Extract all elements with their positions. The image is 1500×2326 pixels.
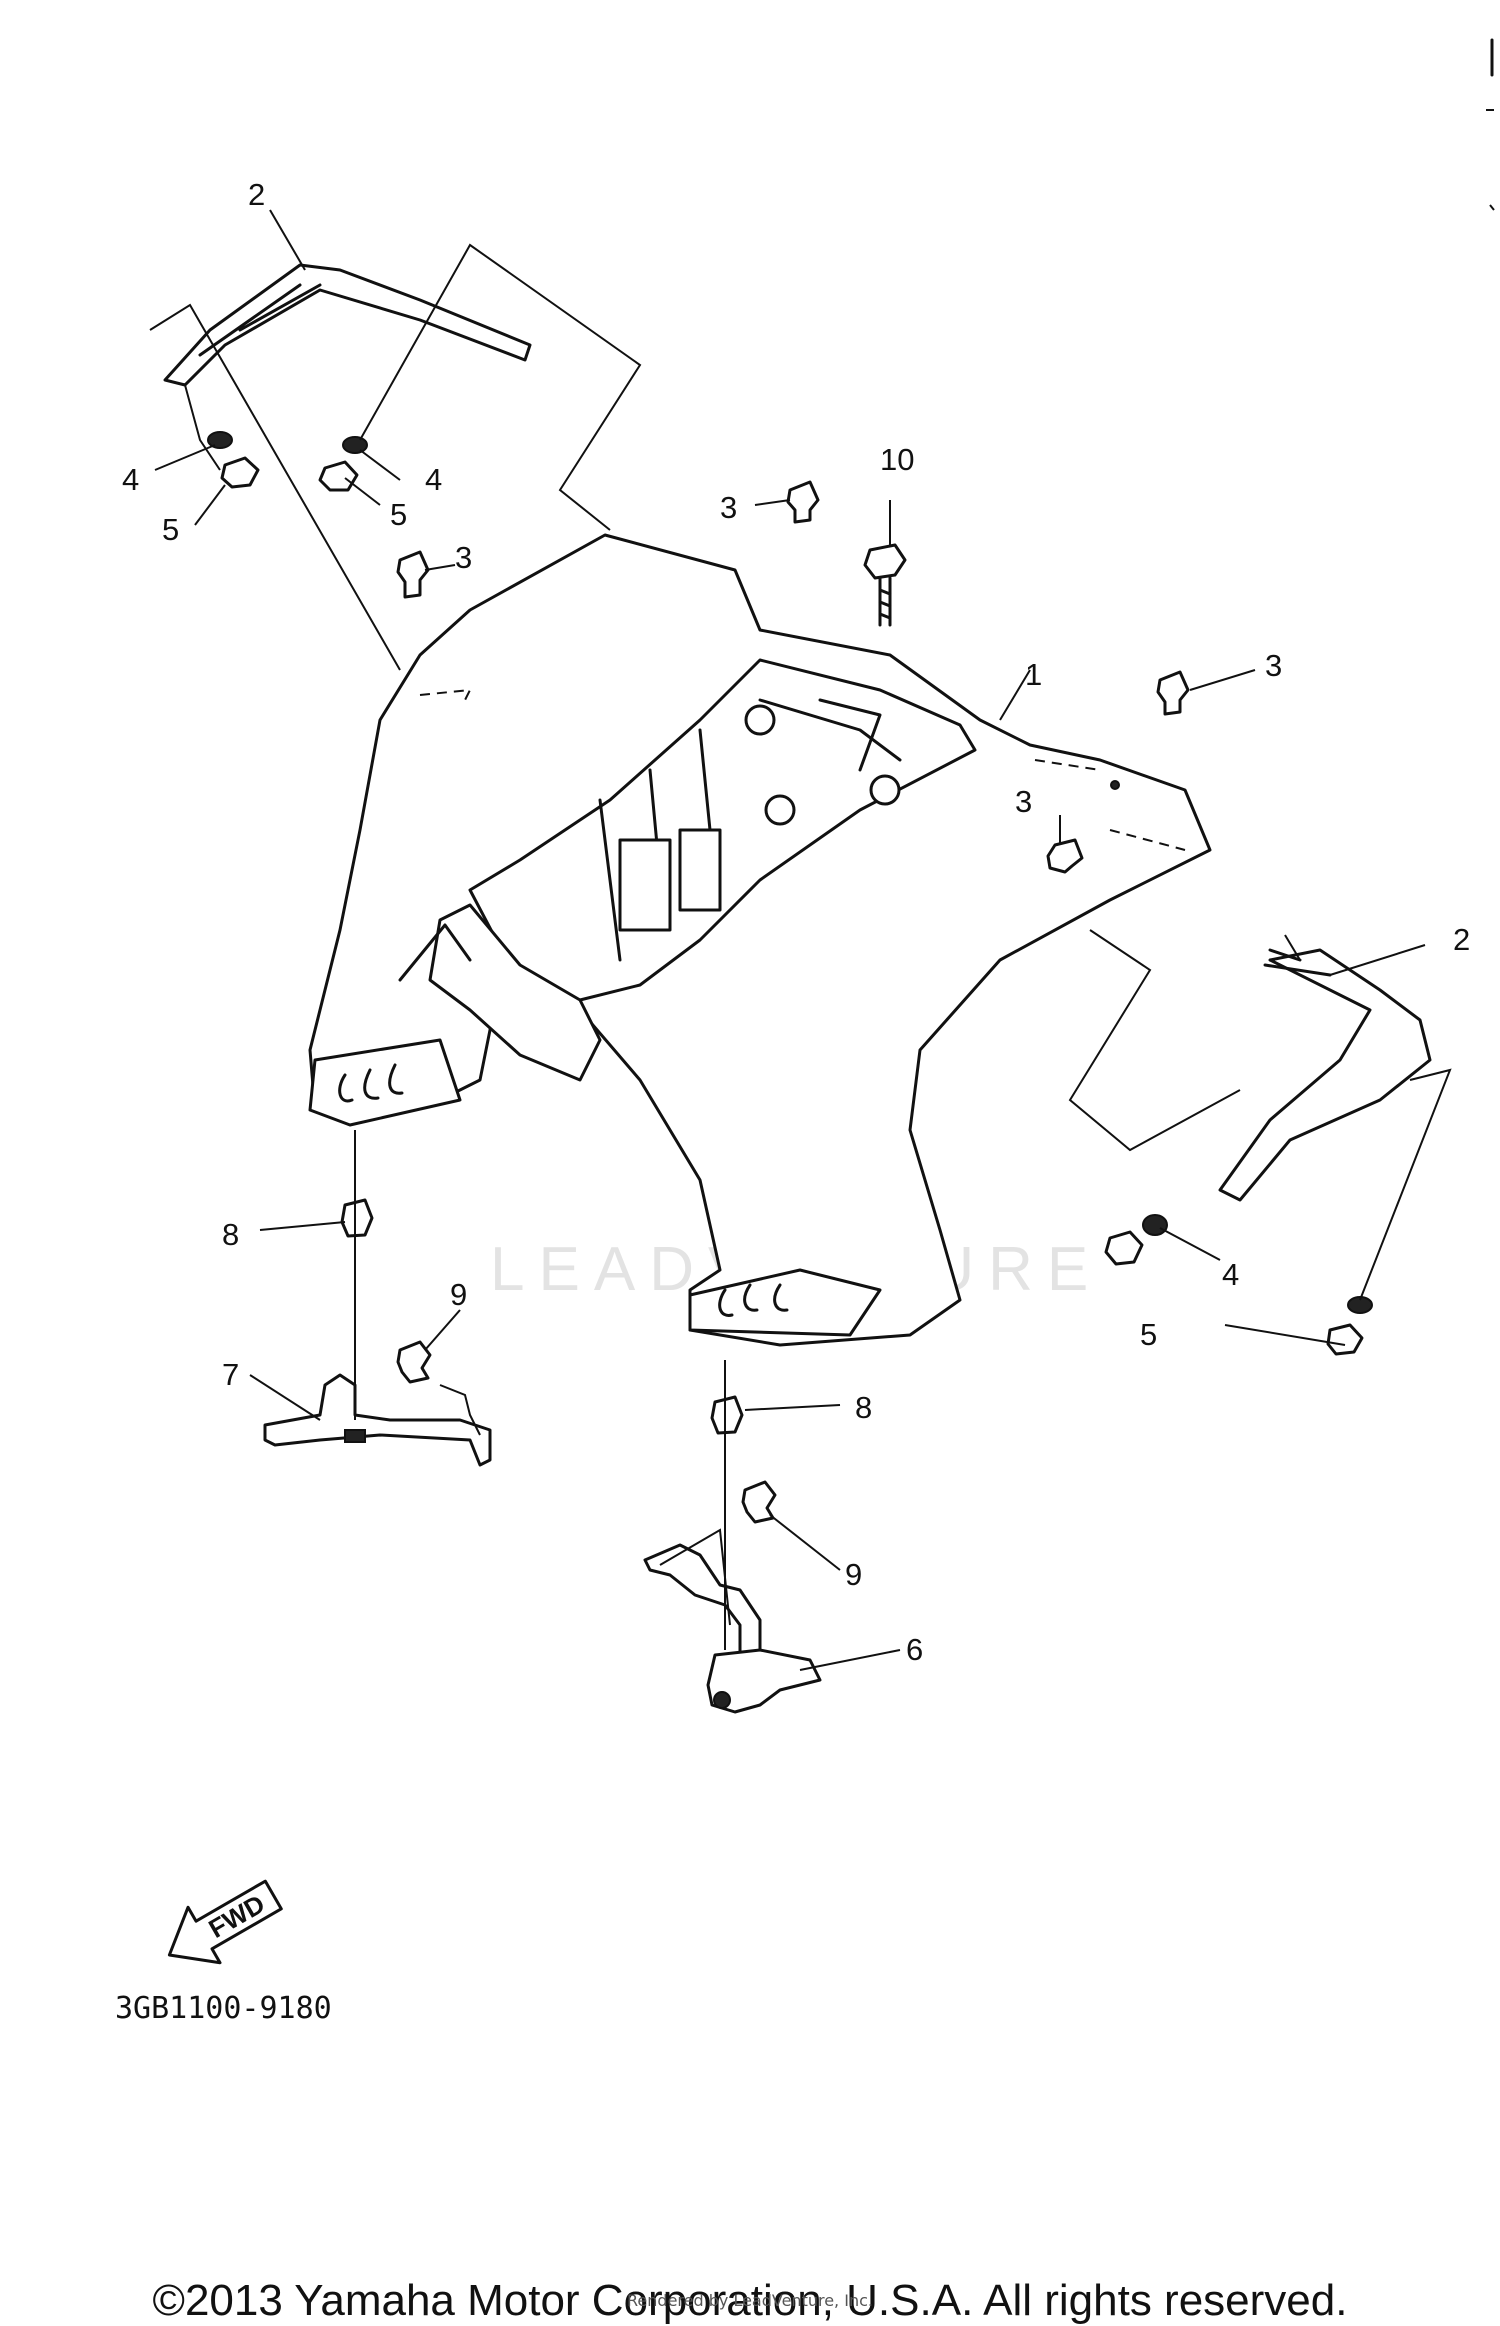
callout-3-right: 3 (1265, 648, 1282, 683)
callout-leaders (154, 209, 1426, 1671)
callout-4-left: 4 (122, 462, 139, 497)
reference-lines (149, 243, 1452, 1650)
callout-9-left: 9 (450, 1277, 467, 1312)
callout-7: 7 (222, 1357, 239, 1392)
bolts-3[interactable] (396, 480, 1190, 874)
callout-3-left: 3 (455, 540, 472, 575)
right-guard[interactable] (1218, 948, 1432, 1202)
callout-5-left: 5 (162, 512, 179, 547)
right-fasteners[interactable] (1104, 1214, 1373, 1356)
callout-8-right: 8 (855, 1390, 872, 1425)
callout-2-right: 2 (1453, 922, 1470, 957)
callout-numbers: 2 4 5 4 5 3 3 10 1 3 3 2 4 5 8 9 7 8 9 6 (122, 177, 1470, 1667)
callout-4-right: 4 (1222, 1257, 1239, 1292)
front-fender[interactable] (308, 533, 1212, 1347)
edge-marks (1486, 38, 1495, 211)
callout-1: 1 (1025, 657, 1042, 692)
rendered-by-notice: Rendered by LeadVenture, Inc. (627, 2291, 873, 2310)
callout-9-right: 9 (845, 1557, 862, 1592)
callout-3-mid: 3 (1015, 784, 1032, 819)
callout-2-left: 2 (248, 177, 265, 212)
callout-3-top: 3 (720, 490, 737, 525)
bolt-10[interactable] (863, 543, 907, 627)
fwd-arrow: FWD (167, 1879, 283, 1965)
bracket-7[interactable] (263, 1373, 492, 1467)
callout-6: 6 (906, 1632, 923, 1667)
diagram-code: 3GB1100-9180 (115, 1991, 332, 2026)
bracket-6[interactable] (643, 1543, 822, 1714)
callout-10: 10 (880, 442, 914, 477)
callout-8-left: 8 (222, 1217, 239, 1252)
left-guard[interactable] (163, 263, 532, 387)
callout-4-center: 4 (425, 462, 442, 497)
callout-5-center: 5 (390, 497, 407, 532)
callout-5-right: 5 (1140, 1317, 1157, 1352)
left-fasteners[interactable] (207, 431, 368, 492)
bolts-9[interactable] (396, 1340, 777, 1524)
